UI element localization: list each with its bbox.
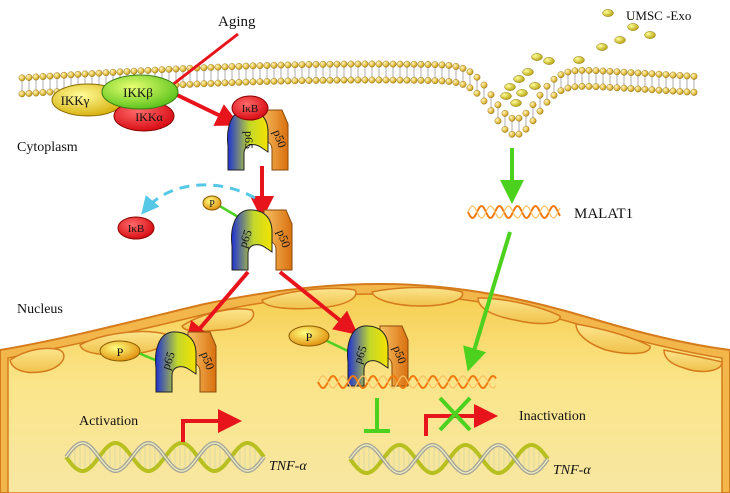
translocate-right-arrow bbox=[278, 270, 359, 336]
inactivation-promoter-arrow bbox=[424, 404, 498, 436]
svg-text:p65: p65 bbox=[236, 228, 255, 250]
svg-text:IKKβ: IKKβ bbox=[123, 85, 153, 100]
translocate-left-arrow bbox=[184, 270, 250, 347]
svg-text:p50: p50 bbox=[270, 128, 289, 150]
ikb-nfkb-complex: p65 p50 IκB bbox=[227, 95, 289, 171]
ikb-released: IκB bbox=[117, 216, 155, 240]
phospho-nfkb-nucleus-left: P p65 p50 bbox=[99, 331, 217, 393]
labels: Aging UMSC -Exo Cytoplasm Nucleus MALAT1… bbox=[17, 8, 691, 478]
promoter-arrows bbox=[181, 396, 498, 442]
label-inactivation: Inactivation bbox=[519, 409, 586, 424]
label-nucleus: Nucleus bbox=[17, 302, 63, 317]
svg-text:P: P bbox=[117, 345, 124, 359]
label-activation: Activation bbox=[79, 414, 138, 429]
label-tnf-left: TNF-α bbox=[269, 459, 307, 474]
label-tnf-right: TNF-α bbox=[553, 463, 591, 478]
ikb-bound bbox=[231, 95, 269, 121]
ikk-beta bbox=[101, 74, 179, 110]
ikk-complex: IKKγ IKKβ IKKα bbox=[51, 74, 179, 132]
svg-text:IκB: IκB bbox=[128, 223, 145, 235]
umsc-exosomes bbox=[500, 9, 656, 107]
phospho-nfkb-nucleus-right: P p65 p50 bbox=[288, 325, 409, 387]
svg-text:IKKγ: IKKγ bbox=[61, 93, 90, 108]
svg-text:P: P bbox=[306, 330, 313, 344]
block-cross-b bbox=[438, 396, 472, 432]
svg-text:p50: p50 bbox=[274, 228, 293, 250]
label-umsc-exo: UMSC -Exo bbox=[626, 8, 691, 23]
dna-left bbox=[64, 441, 266, 473]
svg-text:p50: p50 bbox=[198, 350, 217, 372]
svg-text:p65: p65 bbox=[159, 350, 178, 372]
dna-right bbox=[348, 443, 550, 475]
ikb-release-arrow bbox=[141, 183, 256, 215]
label-aging: Aging bbox=[218, 14, 256, 30]
activation-promoter-arrow bbox=[181, 409, 242, 442]
malat1-to-nucleus-arrow bbox=[463, 231, 512, 372]
malat1-rna-nuclear bbox=[317, 374, 497, 390]
phospho-nfkb-cytoplasm: P p65 p50 bbox=[202, 195, 293, 271]
svg-text:p50: p50 bbox=[390, 344, 409, 366]
pathway-arrows bbox=[141, 32, 524, 433]
label-malat1: MALAT1 bbox=[574, 206, 633, 222]
svg-text:IκB: IκB bbox=[242, 103, 259, 115]
malat1-rna bbox=[467, 205, 561, 219]
ikk-to-complex-arrow bbox=[174, 92, 241, 126]
svg-text:IKKα: IKKα bbox=[135, 110, 163, 124]
svg-text:p65: p65 bbox=[351, 344, 370, 366]
label-cytoplasm: Cytoplasm bbox=[17, 140, 78, 155]
svg-text:P: P bbox=[209, 199, 215, 210]
svg-text:p65: p65 bbox=[242, 131, 256, 149]
